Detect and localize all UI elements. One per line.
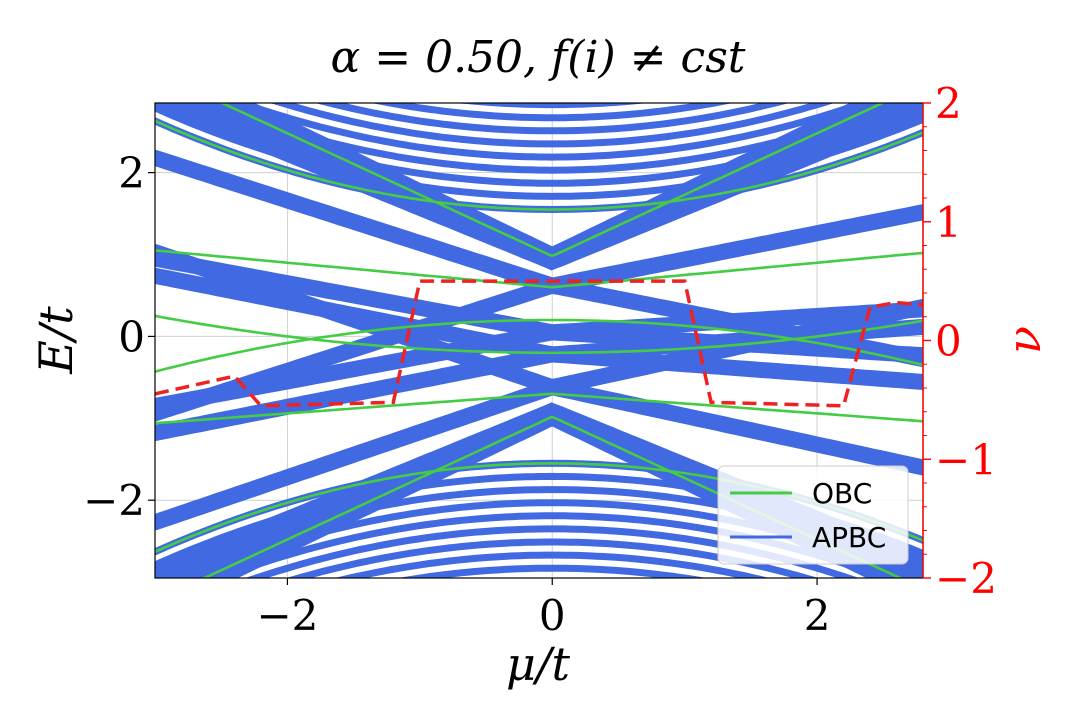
y-axis-left: −2 0 2 [83,149,155,525]
y2-tick-label-2: 0 [935,317,962,366]
apbc-parabola-top-4 [231,103,874,161]
legend-box [717,465,909,565]
y2-tick-label-3: 1 [935,198,962,247]
nu-series [155,279,923,408]
x-axis-label: μ/t [506,637,570,691]
y2-tick-label-4: 2 [935,79,962,128]
y2-axis-label: ν [997,326,1051,354]
legend: OBC APBC [717,465,909,565]
y-axis-right: −2 −1 0 1 2 [922,79,997,603]
obc-line-upper-v [218,103,886,258]
apbc-parabola-bottom-6 [286,538,819,578]
y-tick-label-0: −2 [83,476,145,525]
apbc-parabola-bottom-8 [397,564,707,578]
legend-label-obc: OBC [812,477,872,510]
apbc-parabola-top-2 [165,103,923,187]
x-tick-label-1: 0 [539,591,566,640]
apbc-parabola-top-3 [196,103,908,174]
y-axis-label: E/t [29,306,83,375]
obc-line-center-bottom [155,314,923,355]
obc-line-top-parabola [155,119,923,211]
y2-tick-label-0: −2 [935,554,997,603]
apbc-band-mid-b-3 [155,346,923,441]
y-tick-label-1: 0 [118,312,145,361]
y2-tick-label-1: −1 [935,435,997,484]
apbc-band-mid-b-1 [155,379,923,531]
obc-line-lower-flat [155,392,923,425]
apbc-parabola-top-8 [456,103,648,109]
x-tick-label-2: 2 [804,591,831,640]
obc-line-upper-flat [155,249,923,289]
x-tick-label-0: −2 [256,591,318,640]
y-tick-label-2: 2 [118,149,145,198]
apbc-parabola-top-1 [155,104,923,200]
chart-title: α = 0.50, f(i) ≠ cst [331,32,746,83]
apbc-parabola-bottom-7 [334,551,770,578]
apbc-parabola-top-7 [371,103,733,122]
legend-label-apbc: APBC [812,521,886,554]
nu-line [155,279,923,408]
apbc-band-upper-v-2 [155,103,923,271]
apbc-band-mid-b-2 [155,324,923,414]
x-axis: −2 0 2 [256,578,830,640]
apbc-parabola-top-6 [315,103,790,135]
